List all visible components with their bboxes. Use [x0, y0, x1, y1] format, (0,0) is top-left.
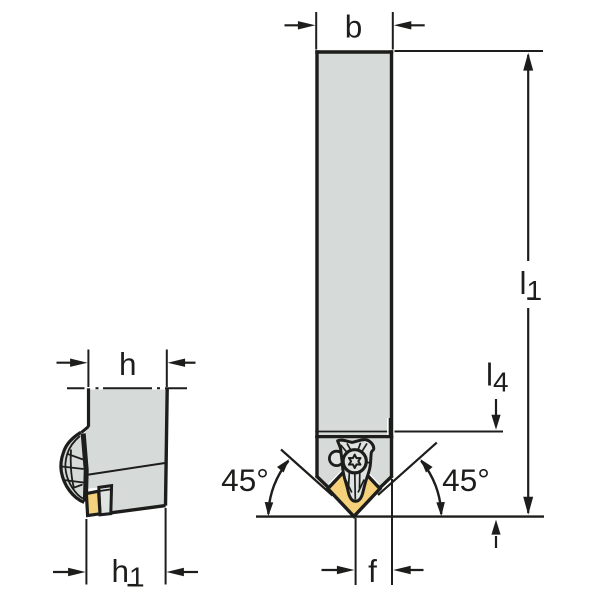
svg-text:45°: 45°: [442, 462, 490, 498]
svg-text:f: f: [368, 553, 377, 589]
svg-text:b: b: [345, 9, 363, 45]
svg-text:h: h: [119, 346, 137, 382]
svg-text:45°: 45°: [221, 462, 269, 498]
